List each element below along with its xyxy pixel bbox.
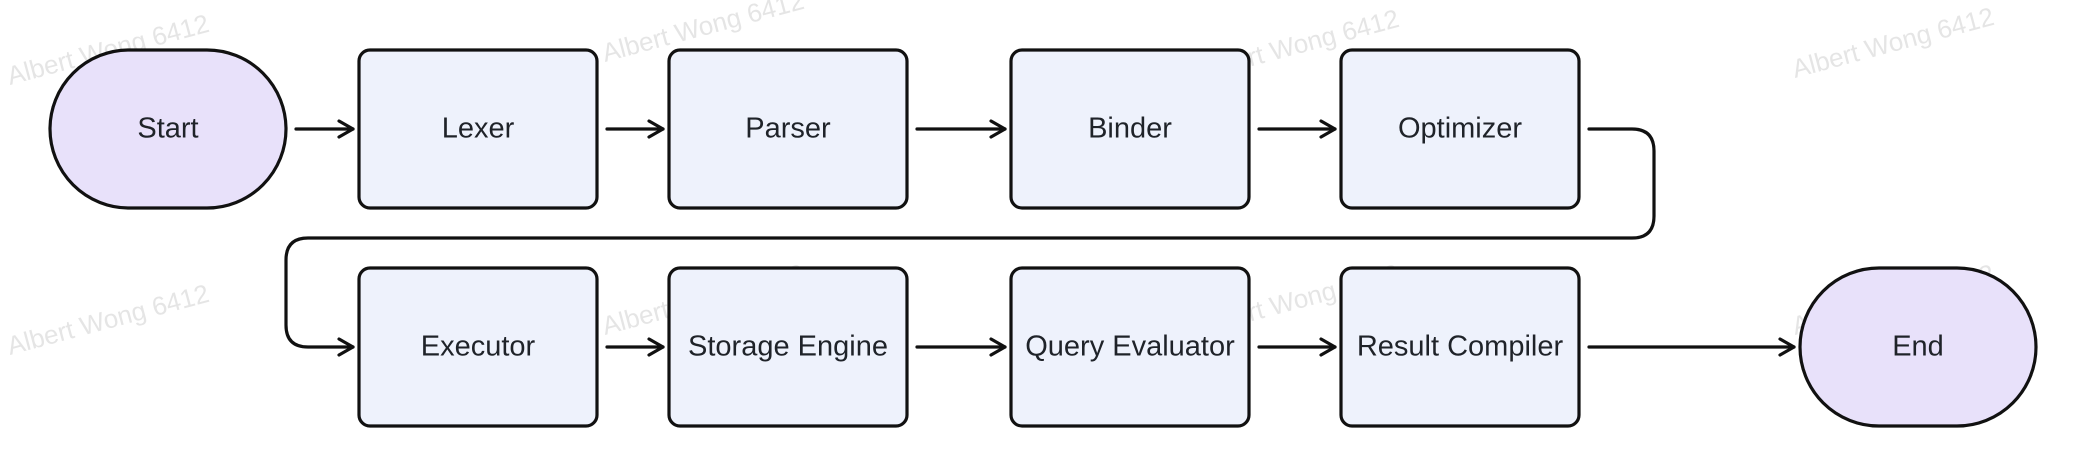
process-box [1339,266,1581,428]
edge-optimizer-to-executor [284,127,1656,357]
node-end: End [1798,266,2038,428]
node-label: Parser [745,113,831,145]
node-parser: Parser [667,48,909,210]
node-label: Binder [1088,113,1172,145]
terminal-shape [48,48,288,210]
node-label: Result Compiler [1357,331,1564,363]
process-box [667,266,909,428]
node-storage-engine: Storage Engine [667,266,909,428]
node-query-evaluator: Query Evaluator [1009,266,1251,428]
process-box [357,48,599,210]
node-binder: Binder [1009,48,1251,210]
node-label: Start [137,113,198,145]
node-label: End [1892,331,1944,363]
edge-layer [284,119,1796,357]
process-box [1009,48,1251,210]
watermark-text: Albert Wong 6412 [4,278,212,361]
node-label: Lexer [442,113,515,145]
watermark-text: Albert Wong 6412 [1789,1,1997,84]
process-box [1339,48,1581,210]
node-executor: Executor [357,266,599,428]
terminal-shape [1798,266,2038,428]
node-label: Query Evaluator [1025,331,1235,363]
node-optimizer: Optimizer [1339,48,1581,210]
process-box [357,266,599,428]
node-start: Start [48,48,288,210]
process-box [667,48,909,210]
node-label: Optimizer [1398,113,1522,145]
node-lexer: Lexer [357,48,599,210]
process-box [1009,266,1251,428]
node-result-compiler: Result Compiler [1339,266,1581,428]
node-label: Storage Engine [688,331,888,363]
node-label: Executor [421,331,536,363]
